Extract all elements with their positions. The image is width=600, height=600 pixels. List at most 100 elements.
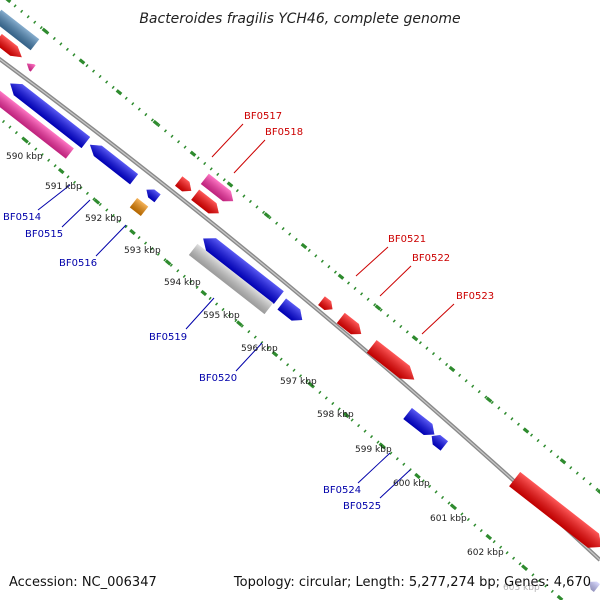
feature-shape [277, 298, 303, 321]
feature-shade [0, 34, 22, 58]
kbp-label: 590 kbp [6, 152, 43, 162]
leader-line [211, 123, 244, 158]
leader-line [95, 224, 127, 257]
gene-label-bf0519[interactable]: BF0519 [149, 332, 187, 343]
major-tick [115, 89, 123, 96]
major-tick [263, 212, 271, 219]
feature-shape [203, 238, 284, 304]
feature-bf0523 [366, 340, 415, 380]
gene-label-bf0517[interactable]: BF0517 [244, 111, 282, 122]
feature-bf0520 [277, 298, 303, 321]
feature-shade [200, 173, 234, 202]
feature-shape [336, 312, 362, 335]
major-tick [337, 273, 345, 280]
feature-lavender-edge [589, 581, 600, 593]
major-tick [449, 503, 457, 510]
feature-shape [589, 581, 600, 593]
major-tick [22, 137, 29, 144]
leader-line [379, 265, 412, 297]
feature-shade [366, 340, 415, 380]
major-tick [559, 458, 567, 465]
major-tick [189, 150, 197, 157]
feature-shade [175, 176, 192, 192]
kbp-label: 597 kbp [280, 377, 317, 387]
kbp-label: 591 kbp [45, 182, 82, 192]
feature-shade [431, 435, 448, 451]
feature-shape [191, 189, 219, 214]
gene-label-bf0514[interactable]: BF0514 [3, 212, 41, 223]
major-tick [57, 167, 65, 175]
gene-label-bf0520[interactable]: BF0520 [199, 373, 237, 384]
feature-shade [318, 296, 333, 310]
kbp-label: 600 kbp [393, 479, 430, 489]
feature-shade [10, 83, 91, 149]
kbp-labels: 590 kbp 591 kbp 592 kbp 593 kbp 594 kbp … [6, 152, 540, 593]
gene-label-bf0515[interactable]: BF0515 [25, 229, 63, 240]
feature-bf0518 [191, 189, 219, 214]
gene-label-bf0516[interactable]: BF0516 [59, 258, 97, 269]
major-tick [307, 381, 314, 388]
reverse-gene-labels: BF0514 BF0515 BF0516 BF0519 BF0520 BF052… [3, 212, 381, 512]
major-tick [271, 350, 279, 358]
leader-line [421, 303, 455, 335]
feature-shade [336, 312, 362, 335]
label-leaders [37, 123, 455, 499]
genome-summary-text: Topology: circular; Length: 5,277,274 bp… [233, 575, 591, 590]
feature-shape [431, 435, 448, 451]
feature-shape [403, 408, 435, 436]
gene-label-bf0521[interactable]: BF0521 [388, 234, 426, 245]
leader-line [37, 184, 71, 211]
feature-bf0516-blue [146, 189, 161, 203]
major-tick [78, 58, 86, 65]
feature-shape [26, 63, 36, 72]
feature-shade [146, 189, 161, 203]
kbp-label: 594 kbp [164, 278, 201, 288]
feature-shade [0, 9, 40, 51]
feature-shape [10, 83, 91, 149]
major-tick [556, 594, 564, 600]
kbp-label: 592 kbp [85, 214, 122, 224]
feature-bf0514 [10, 83, 91, 149]
map-title: Bacteroides fragilis YCH46, complete gen… [139, 11, 460, 27]
major-tick [236, 320, 243, 327]
gene-label-bf0524[interactable]: BF0524 [323, 485, 361, 496]
major-tick [378, 442, 386, 449]
feature-shape [0, 34, 22, 58]
feature-shape [200, 173, 234, 202]
major-tick [485, 533, 493, 541]
feature-pink-small [26, 63, 36, 72]
leader-line [61, 199, 91, 228]
gene-label-bf0525[interactable]: BF0525 [343, 501, 381, 512]
gene-label-bf0518[interactable]: BF0518 [265, 127, 303, 138]
gene-label-bf0522[interactable]: BF0522 [412, 253, 450, 264]
gene-label-bf0523[interactable]: BF0523 [456, 291, 494, 302]
major-tick [164, 259, 172, 266]
major-tick [414, 472, 421, 480]
leader-line [379, 469, 411, 499]
leader-line [235, 342, 263, 372]
major-tick [226, 181, 234, 188]
feature-bf0522 [336, 312, 362, 335]
feature-red-large [509, 472, 600, 548]
tick-track-dots [7, 0, 600, 494]
kbp-label: 596 kbp [241, 344, 278, 354]
feature-shape [0, 89, 74, 159]
feature-shape [366, 340, 415, 380]
leader-line [233, 139, 266, 174]
feature-bf0515 [89, 144, 139, 185]
feature-shade [509, 472, 600, 548]
feature-shape [146, 189, 161, 203]
kbp-label: 602 kbp [467, 548, 504, 558]
major-tick [300, 242, 308, 250]
feature-shape [175, 176, 192, 192]
kbp-label: 598 kbp [317, 410, 354, 420]
feature-bf0524 [403, 408, 435, 436]
major-tick [129, 228, 136, 236]
major-tick [521, 564, 528, 571]
kbp-label: 593 kbp [124, 246, 161, 256]
feature-bf0521 [318, 296, 333, 310]
major-tick [596, 488, 600, 495]
